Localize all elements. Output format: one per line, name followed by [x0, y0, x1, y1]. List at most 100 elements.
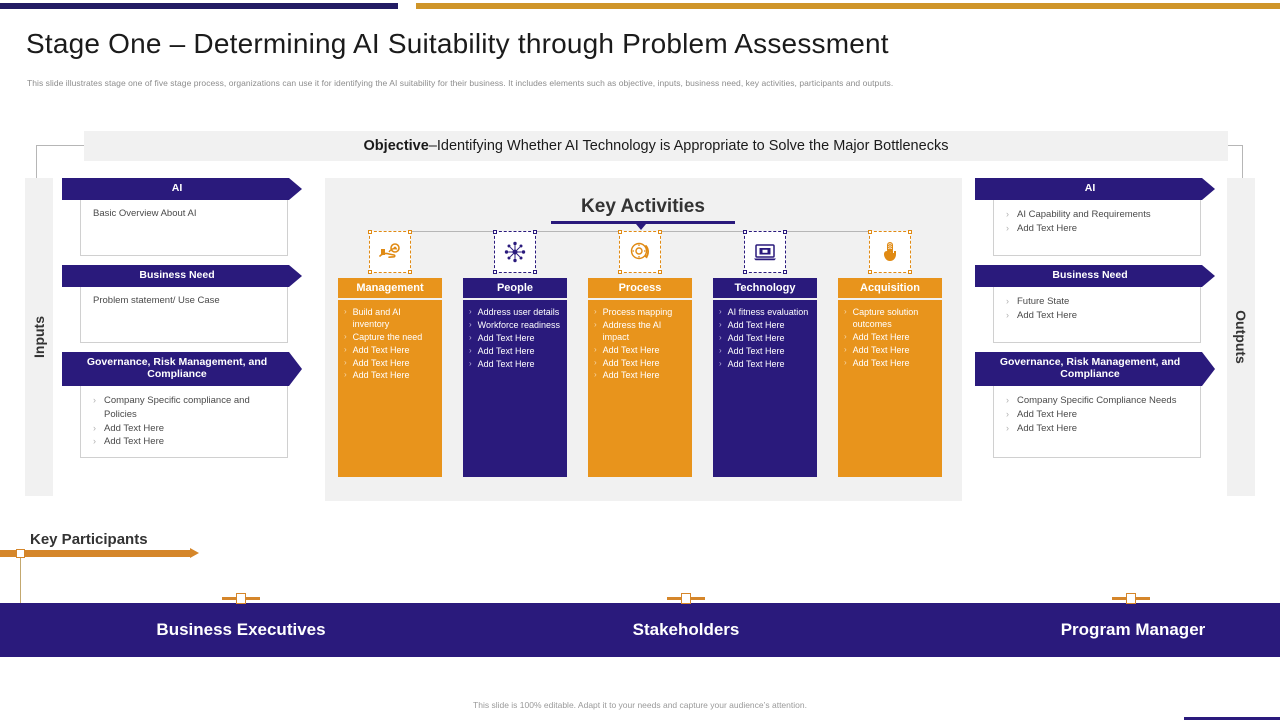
participant-label: Business Executives — [156, 620, 326, 639]
footer-note: This slide is 100% editable. Adapt it to… — [473, 700, 807, 710]
list-item: ›Address user details — [469, 307, 561, 319]
bullet-chevron-icon: › — [1006, 395, 1009, 405]
output-card-ai-body: › AI Capability and Requirements › Add Tex… — [993, 200, 1201, 256]
rail-outputs-label: Outputs — [1233, 310, 1249, 364]
output-card-ai[interactable]: AI ›AI Capability and Requirements ›Add … — [975, 178, 1215, 256]
list-item: › Add Text Here — [93, 422, 277, 436]
list-item-label: Add Text Here — [1017, 309, 1078, 321]
bullet-chevron-icon: › — [844, 357, 847, 367]
participant-tickbox-1 — [236, 593, 246, 604]
activity-column-management-label: Management — [338, 278, 442, 298]
list-item: ›Add Text Here — [1006, 408, 1190, 422]
list-item: ›Workforce readiness — [469, 320, 561, 332]
key-participants-strip — [0, 603, 1280, 657]
key-participants-node — [16, 549, 25, 558]
key-activities-title: Key Activities — [581, 196, 705, 217]
list-item: › Add Text Here — [1006, 222, 1190, 236]
list-item: ›Add Text Here — [719, 359, 811, 371]
participant-item-stakeholders[interactable]: Stakeholders — [505, 603, 867, 657]
list-item-label: AI fitness evaluation — [727, 307, 809, 317]
key-participants-bar — [0, 548, 199, 558]
list-item: ›Add Text Here — [469, 346, 561, 358]
bullet-chevron-icon: › — [1006, 422, 1009, 433]
bullet-chevron-icon: › — [594, 344, 597, 354]
objective-label: Objective — [363, 138, 429, 154]
list-item: ›Add Text Here — [469, 333, 561, 345]
bullet-chevron-icon: › — [719, 319, 722, 329]
input-card-ai-heading: AI — [62, 178, 302, 200]
bullet-chevron-icon: › — [469, 307, 472, 316]
list-item: ›Add Text Here — [1006, 309, 1190, 323]
list-item-label: Address the AI impact — [602, 319, 662, 342]
objective-dash: – — [428, 138, 437, 154]
rail-outputs: Outputs — [1227, 178, 1255, 496]
bullet-chevron-icon: › — [719, 345, 722, 355]
bullet-chevron-icon: › — [344, 344, 347, 354]
output-card-grc[interactable]: Governance, Risk Management, and Complia… — [975, 352, 1215, 458]
list-item-label: Add Text Here — [352, 370, 410, 381]
input-card-business-need-text: Problem statement/ Use Case — [93, 295, 220, 306]
inputs-column: AI Basic Overview About AI Business Need… — [62, 178, 302, 467]
list-item-label: AI Capability and Requirements — [1017, 209, 1151, 220]
list-item-label: Company Specific Compliance Needs — [1017, 395, 1177, 406]
list-item-label: Add Text Here — [104, 422, 165, 434]
activity-column-process-label: Process — [588, 278, 692, 298]
list-item-label: Company Specific compliance and Policies — [104, 395, 250, 420]
bullet-chevron-icon: › — [1006, 222, 1009, 233]
list-item-label: Add Text Here — [1017, 222, 1078, 234]
bullet-chevron-icon: › — [344, 331, 347, 341]
activity-column-process[interactable]: Process ›Process mapping ›Address the AI… — [588, 230, 692, 477]
key-participants-stem — [20, 558, 21, 603]
input-card-business-need[interactable]: Business Need Problem statement/ Use Cas… — [62, 265, 302, 343]
list-item: ›Add Text Here — [594, 358, 686, 370]
bullet-chevron-icon: › — [93, 436, 96, 447]
output-card-business-need-heading: Business Need — [975, 265, 1215, 287]
activity-column-acquisition[interactable]: Acquisition ›Capture solution outcomes ›… — [838, 230, 942, 477]
input-card-grc[interactable]: Governance, Risk Management, and Complia… — [62, 352, 302, 458]
list-item-label: Add Text Here — [852, 331, 910, 342]
input-card-ai[interactable]: AI Basic Overview About AI — [62, 178, 302, 256]
gear-refresh-icon — [618, 230, 662, 274]
bullet-chevron-icon: › — [469, 358, 472, 368]
bullet-chevron-icon: › — [344, 357, 347, 367]
output-card-business-need[interactable]: Business Need ›Future State ›Add Text He… — [975, 265, 1215, 343]
activity-column-technology[interactable]: Technology ›AI fitness evaluation ›Add T… — [713, 230, 817, 477]
connector-objective-right-horizontal — [1228, 145, 1243, 146]
objective-banner: Objective – Identifying Whether AI Techn… — [84, 131, 1228, 161]
participant-item-program-manager[interactable]: Program Manager — [952, 603, 1280, 657]
list-item-label: Add Text Here — [602, 370, 660, 381]
participant-item-business-executives[interactable]: Business Executives — [60, 603, 422, 657]
key-participants-label: Key Participants — [30, 531, 148, 548]
bullet-chevron-icon: › — [344, 307, 347, 316]
list-item-label: Capture solution outcomes — [852, 307, 919, 329]
bullet-chevron-icon: › — [594, 357, 597, 367]
bullet-chevron-icon: › — [93, 395, 96, 405]
list-item: › Address the AI impact — [594, 320, 686, 344]
connector-objective-left-horizontal — [36, 145, 85, 146]
bullet-chevron-icon: › — [93, 422, 96, 433]
list-item: ›Capture solution outcomes — [844, 307, 936, 331]
list-item-label: Capture the need — [352, 331, 423, 342]
list-item-label: Build and AI inventory — [352, 307, 401, 329]
activity-column-management[interactable]: Management › Build and AI inventory › Capt… — [338, 230, 442, 477]
list-item: ›AI fitness evaluation — [719, 307, 811, 319]
list-item: ›Add Text Here — [719, 320, 811, 332]
connector-objective-left-vertical — [36, 145, 37, 191]
activity-column-management-body: › Build and AI inventory › Capture the nee… — [338, 300, 442, 477]
bullet-chevron-icon: › — [1006, 408, 1009, 419]
list-item-label: Add Text Here — [727, 345, 785, 356]
people-network-icon — [493, 230, 537, 274]
list-item: ›Add Text Here — [844, 345, 936, 357]
list-item-label: Add Text Here — [477, 345, 535, 356]
participant-label: Stakeholders — [632, 620, 740, 639]
list-item: › Company Specific compliance and Policie… — [93, 394, 277, 422]
bullet-chevron-icon: › — [594, 319, 597, 329]
activity-column-people-label: People — [463, 278, 567, 298]
list-item: ›Add Text Here — [594, 345, 686, 357]
key-activities-arrow-icon — [636, 224, 646, 230]
bullet-chevron-icon: › — [1006, 209, 1009, 219]
list-item-label: Add Text Here — [1017, 422, 1078, 434]
list-item: ›Add Text Here — [594, 370, 686, 382]
activity-column-people[interactable]: People ›Address user details ›Workforce … — [463, 230, 567, 477]
